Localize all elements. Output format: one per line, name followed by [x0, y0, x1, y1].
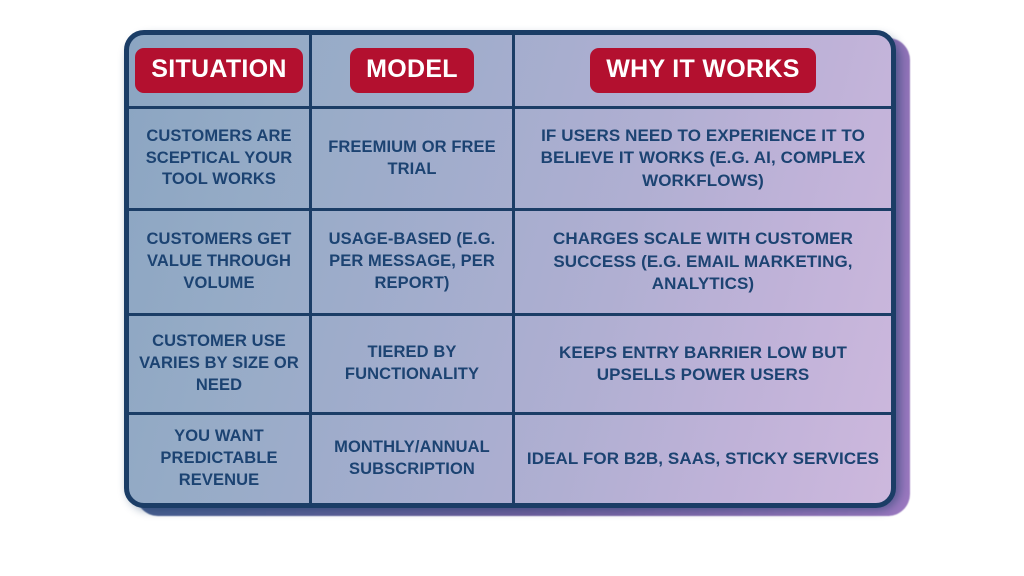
table-row: CUSTOMERS GET VALUE THROUGH VOLUME — [129, 211, 312, 316]
header-model: MODEL — [350, 48, 474, 93]
cell-model-1: FREEMIUM OR FREE TRIAL — [328, 137, 496, 178]
header-situation: SITUATION — [135, 48, 303, 93]
table-row: YOU WANT PREDICTABLE REVENUE — [129, 415, 312, 503]
table-row: IDEAL FOR B2B, SAAS, STICKY SERVICES — [515, 415, 891, 503]
cell-model-3: TIERED BY FUNCTIONALITY — [344, 343, 480, 383]
table-row: TIERED BY FUNCTIONALITY — [312, 316, 515, 415]
table-row: MONTHLY/ANNUAL SUBSCRIPTION — [312, 415, 515, 503]
cell-why-3: KEEPS ENTRY BARRIER LOW BUT UPSELLS POWE… — [559, 342, 847, 384]
table-row: IF USERS NEED TO EXPERIENCE IT TO BELIEV… — [515, 109, 891, 211]
header-cell-situation: SITUATION — [129, 35, 312, 109]
cell-situation-3: CUSTOMER USE VARIES BY SIZE OR NEED — [139, 332, 299, 394]
cell-why-1: IF USERS NEED TO EXPERIENCE IT TO BELIEV… — [540, 125, 866, 190]
table-grid: SITUATION MODEL WHY IT WORKS CUSTOMERS A… — [129, 35, 891, 503]
header-why-it-works: WHY IT WORKS — [590, 48, 816, 93]
cell-model-4: MONTHLY/ANNUAL SUBSCRIPTION — [334, 438, 490, 478]
table-row: CHARGES SCALE WITH CUSTOMER SUCCESS (E.G… — [515, 211, 891, 316]
cell-situation-4: YOU WANT PREDICTABLE REVENUE — [160, 427, 278, 489]
pricing-model-table: SITUATION MODEL WHY IT WORKS CUSTOMERS A… — [124, 30, 896, 508]
table-row: USAGE-BASED (E.G. PER MESSAGE, PER REPOR… — [312, 211, 515, 316]
table-row: FREEMIUM OR FREE TRIAL — [312, 109, 515, 211]
table-row: KEEPS ENTRY BARRIER LOW BUT UPSELLS POWE… — [515, 316, 891, 415]
cell-situation-2: CUSTOMERS GET VALUE THROUGH VOLUME — [146, 230, 292, 292]
table-row: CUSTOMER USE VARIES BY SIZE OR NEED — [129, 316, 312, 415]
cell-why-2: CHARGES SCALE WITH CUSTOMER SUCCESS (E.G… — [553, 229, 853, 294]
table-row: CUSTOMERS ARE SCEPTICAL YOUR TOOL WORKS — [129, 109, 312, 211]
cell-situation-1: CUSTOMERS ARE SCEPTICAL YOUR TOOL WORKS — [145, 126, 293, 189]
header-cell-model: MODEL — [312, 35, 515, 109]
header-cell-why-it-works: WHY IT WORKS — [515, 35, 891, 109]
cell-why-4: IDEAL FOR B2B, SAAS, STICKY SERVICES — [526, 448, 880, 468]
cell-model-2: USAGE-BASED (E.G. PER MESSAGE, PER REPOR… — [328, 230, 496, 292]
